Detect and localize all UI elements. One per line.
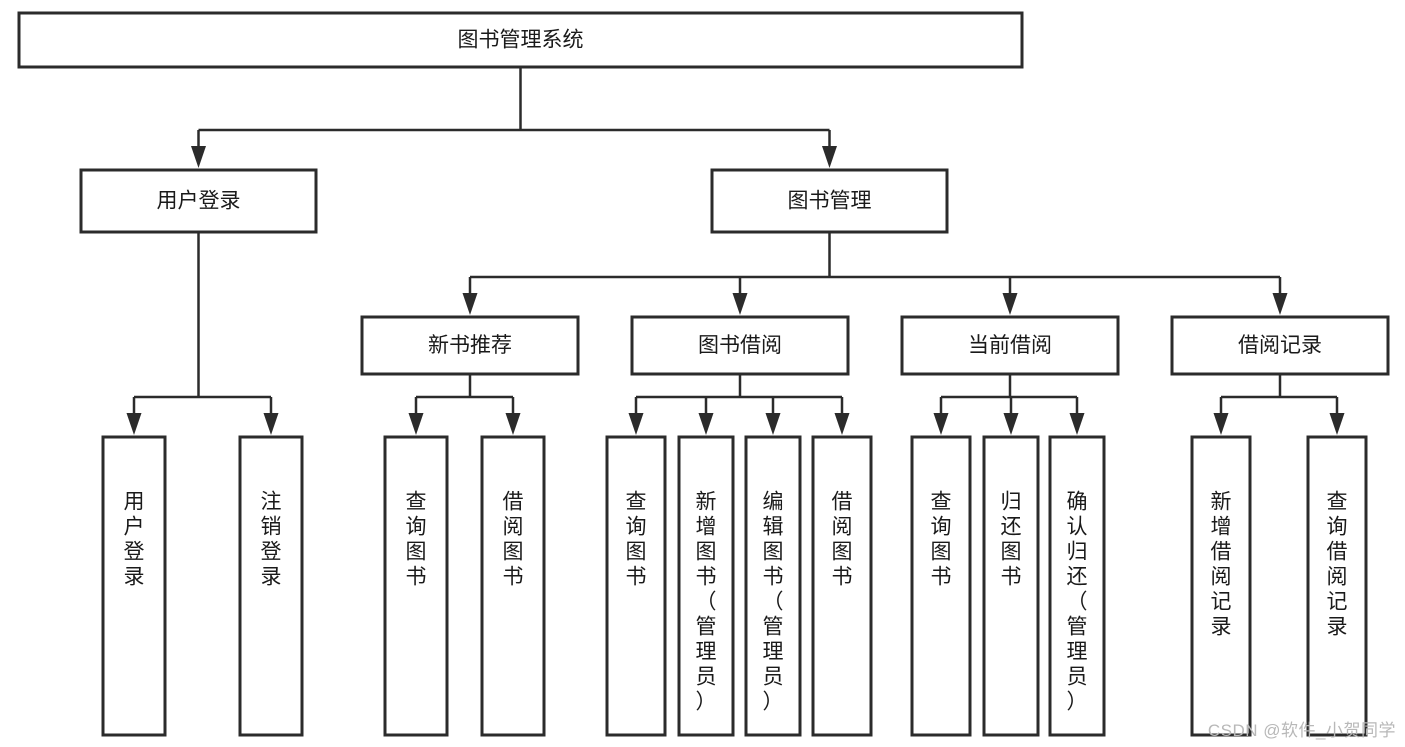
node-label: 用户登录 — [124, 491, 145, 589]
node-leaf-cb-confirm[interactable]: 确认归还（管理员） — [1048, 435, 1106, 737]
node-label: 图书管理系统 — [458, 29, 584, 52]
node-label: 查询图书 — [931, 491, 952, 589]
node-box — [630, 315, 850, 376]
node-leaf-bb-edit[interactable]: 编辑图书（管理员） — [744, 435, 802, 737]
node-box — [811, 435, 873, 737]
node-box — [1170, 315, 1390, 376]
node-leaf-br-query[interactable]: 查询借阅记录 — [1306, 435, 1368, 737]
edge-group-book-borrow — [628, 374, 850, 435]
node-root[interactable]: 图书管理系统 — [17, 11, 1024, 69]
edge-group-book-manage — [462, 232, 1288, 315]
edge-arrowhead — [1069, 413, 1085, 435]
edge-arrowhead — [732, 293, 748, 315]
node-label: 新书推荐 — [428, 334, 512, 357]
node-leaf-bb-borrow[interactable]: 借阅图书 — [811, 435, 873, 737]
watermark-text: CSDN @软件_小贺同学 — [1207, 721, 1396, 740]
node-borrow-record[interactable]: 借阅记录 — [1170, 315, 1390, 376]
node-leaf-rec-borrow[interactable]: 借阅图书 — [480, 435, 546, 737]
edges-layer — [126, 67, 1345, 435]
node-box — [1048, 435, 1106, 737]
edge-arrowhead — [191, 146, 206, 168]
edge-arrowhead — [1272, 293, 1288, 315]
edge-arrowhead — [1003, 413, 1019, 435]
edge-arrowhead — [834, 413, 850, 435]
edge-arrowhead — [765, 413, 781, 435]
node-box — [710, 168, 949, 234]
node-box — [360, 315, 580, 376]
nodes-layer: 图书管理系统用户登录图书管理新书推荐图书借阅当前借阅借阅记录用户登录注销登录查询… — [17, 11, 1390, 737]
node-label: 归还图书 — [1001, 491, 1022, 589]
node-leaf-bb-query[interactable]: 查询图书 — [605, 435, 667, 737]
edge-arrowhead — [505, 413, 521, 435]
node-label: 编辑图书（管理员） — [763, 491, 784, 714]
edge-group-user-login — [126, 232, 279, 435]
node-book-manage[interactable]: 图书管理 — [710, 168, 949, 234]
edge-group-root — [191, 67, 837, 168]
node-box — [910, 435, 972, 737]
node-book-borrow[interactable]: 图书借阅 — [630, 315, 850, 376]
node-box — [101, 435, 167, 737]
edge-arrowhead — [1002, 293, 1018, 315]
node-label: 查询图书 — [626, 491, 647, 589]
node-box — [982, 435, 1040, 737]
edge-arrowhead — [698, 413, 714, 435]
node-label: 确认归还（管理员） — [1067, 491, 1088, 714]
node-box — [605, 435, 667, 737]
node-leaf-br-add[interactable]: 新增借阅记录 — [1190, 435, 1252, 737]
node-leaf-user-login[interactable]: 用户登录 — [101, 435, 167, 737]
node-box — [677, 435, 735, 737]
node-box — [1306, 435, 1368, 737]
edge-arrowhead — [263, 413, 279, 435]
node-new-book-rec[interactable]: 新书推荐 — [360, 315, 580, 376]
node-user-login[interactable]: 用户登录 — [79, 168, 318, 234]
node-label: 图书管理 — [788, 190, 872, 213]
node-label: 查询图书 — [406, 491, 427, 589]
node-box — [900, 315, 1120, 376]
node-box — [383, 435, 449, 737]
node-label: 借阅图书 — [832, 491, 853, 589]
node-label: 注销登录 — [261, 491, 282, 589]
edge-arrowhead — [1213, 413, 1229, 435]
node-box — [17, 11, 1024, 69]
edge-group-borrow-record — [1213, 374, 1345, 435]
node-leaf-cb-return[interactable]: 归还图书 — [982, 435, 1040, 737]
node-label: 借阅图书 — [503, 491, 524, 589]
node-leaf-rec-query[interactable]: 查询图书 — [383, 435, 449, 737]
edge-arrowhead — [462, 293, 478, 315]
node-box — [79, 168, 318, 234]
node-box — [238, 435, 304, 737]
node-leaf-cb-query[interactable]: 查询图书 — [910, 435, 972, 737]
node-box — [1190, 435, 1252, 737]
edge-arrowhead — [628, 413, 644, 435]
edge-arrowhead — [933, 413, 949, 435]
node-leaf-logout[interactable]: 注销登录 — [238, 435, 304, 737]
edge-group-new-book-rec — [408, 374, 521, 435]
node-box — [744, 435, 802, 737]
edge-arrowhead — [126, 413, 142, 435]
node-label: 用户登录 — [157, 190, 241, 213]
node-box — [480, 435, 546, 737]
node-label: 查询借阅记录 — [1327, 491, 1348, 639]
node-label: 借阅记录 — [1238, 334, 1322, 357]
node-current-borrow[interactable]: 当前借阅 — [900, 315, 1120, 376]
node-label: 新增图书（管理员） — [696, 491, 717, 714]
edge-arrowhead — [1329, 413, 1345, 435]
edge-group-current-borrow — [933, 374, 1085, 435]
node-label: 当前借阅 — [968, 334, 1052, 357]
edge-arrowhead — [408, 413, 424, 435]
node-label: 图书借阅 — [698, 334, 782, 357]
edge-arrowhead — [822, 146, 837, 168]
node-leaf-bb-add[interactable]: 新增图书（管理员） — [677, 435, 735, 737]
node-label: 新增借阅记录 — [1211, 491, 1232, 639]
